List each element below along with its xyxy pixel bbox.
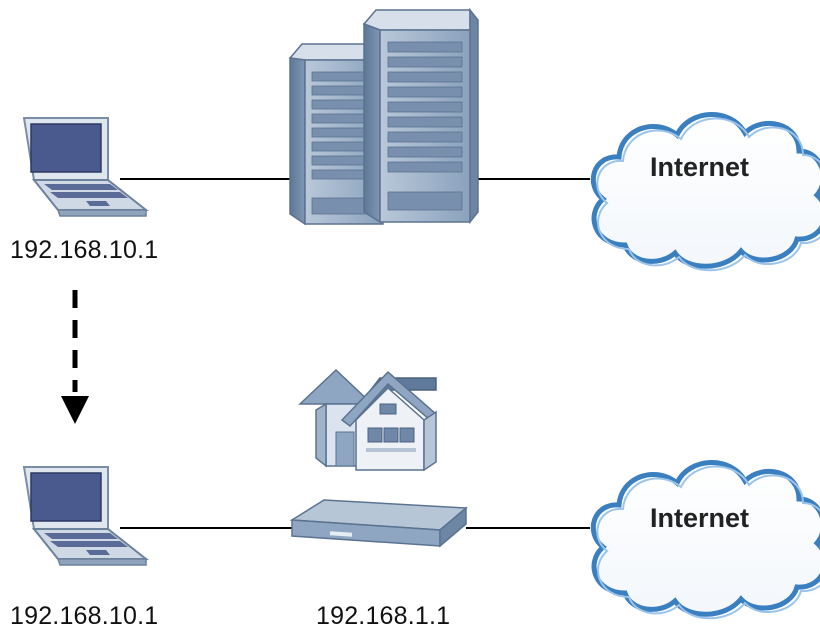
laptop-icon — [22, 117, 149, 217]
cloud-icon — [590, 460, 820, 620]
cloud-icon — [590, 112, 820, 272]
laptop-icon — [22, 466, 149, 566]
arrow-down-icon — [61, 290, 89, 424]
server-icon — [288, 7, 479, 226]
router-icon — [289, 499, 468, 548]
laptop-ip-label-top: 192.168.10.1 — [10, 236, 159, 264]
cloud-label-bottom: Internet — [650, 503, 749, 533]
house-icon — [298, 368, 438, 472]
laptop-ip-label-bottom: 192.168.10.1 — [10, 602, 159, 630]
cloud-label-top: Internet — [650, 152, 749, 182]
router-ip-label: 192.168.1.1 — [316, 602, 451, 630]
